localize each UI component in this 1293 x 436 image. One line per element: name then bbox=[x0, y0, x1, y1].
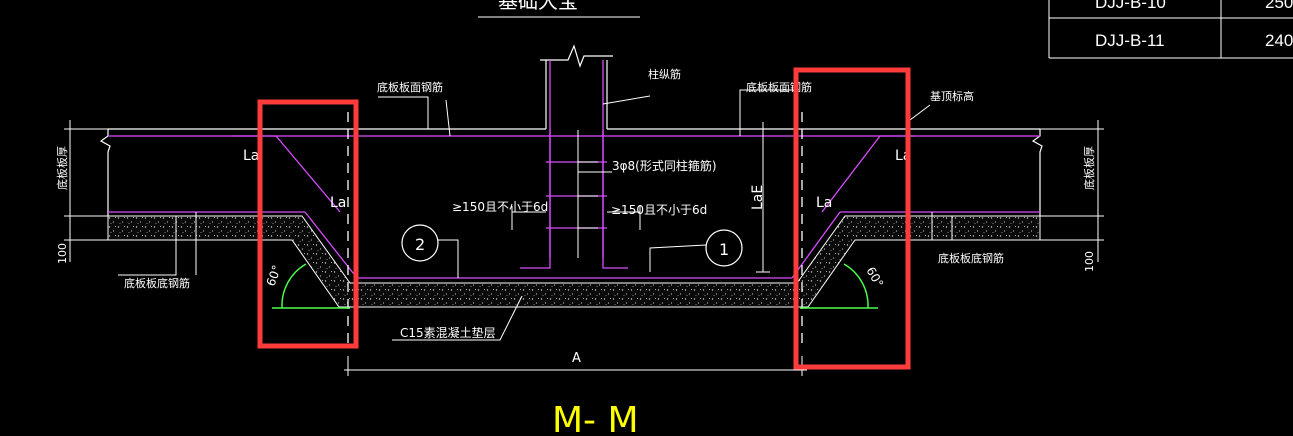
header-title: 基础大宝 bbox=[498, 0, 578, 13]
concrete-cushion bbox=[107, 215, 1041, 308]
label-elevation: 基顶标高 bbox=[930, 89, 974, 103]
label-lae: LaE bbox=[750, 185, 766, 210]
leader-lines bbox=[118, 89, 953, 341]
marker-2-label: 2 bbox=[415, 235, 425, 254]
marker-circle-2 bbox=[401, 224, 439, 262]
label-100-right: 100 bbox=[1083, 251, 1096, 272]
highlight-box-right bbox=[793, 67, 911, 370]
label-slab-thk-right: 底板板厚 bbox=[1082, 146, 1096, 190]
label-spacing-right: ≥150且不小于6d bbox=[611, 203, 707, 217]
foundation-outline bbox=[99, 44, 1043, 216]
label-column-rebar: 柱纵筋 bbox=[648, 67, 681, 81]
label-slab-thk-left: 底板板厚 bbox=[55, 146, 69, 190]
label-stirrup: 3φ8(形式同柱箍筋) bbox=[612, 158, 717, 173]
label-top-slab-rebar-right: 底板板面钢筋 bbox=[746, 80, 812, 94]
center-dashes bbox=[347, 112, 803, 348]
dimension-lines bbox=[64, 120, 1104, 376]
section-title: M- M bbox=[552, 400, 639, 436]
stirrup-ticks bbox=[577, 130, 598, 258]
marker-1-label: 1 bbox=[719, 240, 729, 259]
label-la-top-left: La bbox=[243, 148, 259, 164]
label-bottom-rebar-left: 底板板底钢筋 bbox=[124, 276, 190, 290]
label-cushion: C15素混凝土垫层 bbox=[400, 325, 496, 340]
angle-arcs bbox=[272, 263, 878, 309]
label-angle-left: 60° bbox=[264, 263, 284, 288]
highlight-box-left bbox=[257, 99, 359, 349]
label-la-mid-left: La bbox=[330, 195, 346, 211]
table-row-2-code: DJJ-B-11 bbox=[1095, 31, 1165, 50]
table-row-1-code: DJJ-B-10 bbox=[1095, 0, 1166, 12]
rebar-lines bbox=[108, 60, 1040, 279]
label-100-left: 100 bbox=[56, 243, 69, 264]
label-la-mid-right: La bbox=[816, 195, 832, 211]
marker-circle-1 bbox=[705, 229, 743, 267]
label-angle-right: 60° bbox=[863, 265, 886, 290]
label-top-slab-rebar-left: 底板板面钢筋 bbox=[377, 80, 443, 94]
table-row-2-value: 240 bbox=[1265, 31, 1293, 50]
schedule-table: DJJ-B-10 250 DJJ-B-11 240 bbox=[1048, 0, 1293, 59]
label-spacing-left: ≥150且不小于6d bbox=[452, 200, 548, 214]
label-bottom-rebar-right: 底板板底钢筋 bbox=[938, 251, 1004, 265]
table-row-1-value: 250 bbox=[1265, 0, 1293, 12]
label-dim-a: A bbox=[572, 351, 581, 366]
